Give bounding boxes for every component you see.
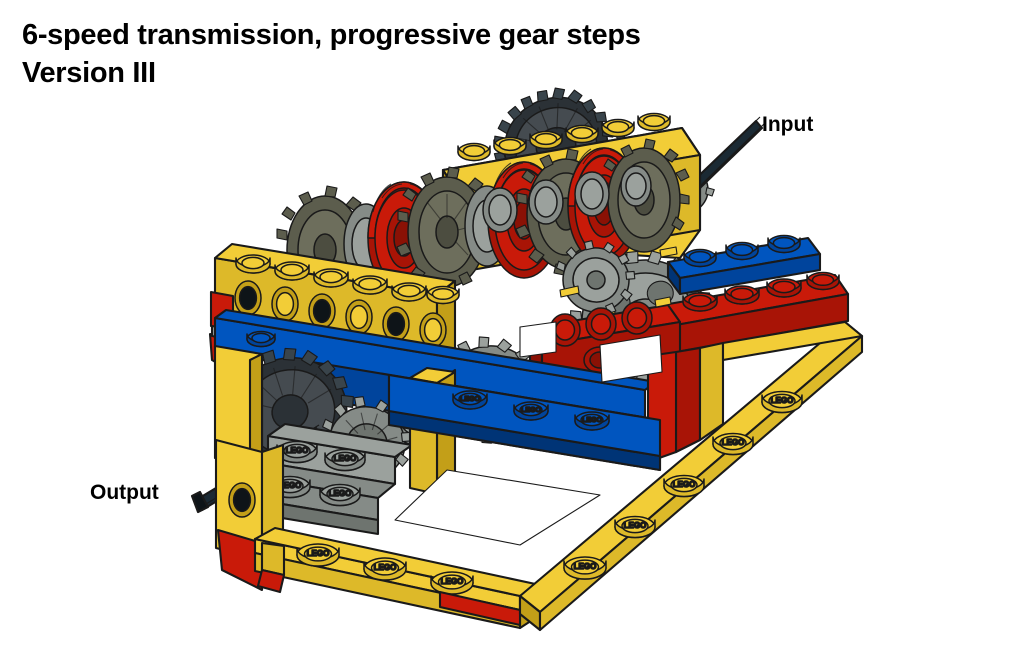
svg-text:LEGO: LEGO bbox=[722, 438, 745, 447]
svg-text:LEGO: LEGO bbox=[624, 521, 647, 530]
frame-openings bbox=[394, 321, 663, 546]
svg-text:LEGO: LEGO bbox=[329, 489, 352, 498]
svg-text:LEGO: LEGO bbox=[307, 549, 330, 558]
plate-red-long bbox=[661, 271, 850, 354]
svg-text:LEGO: LEGO bbox=[374, 563, 397, 572]
bushing-row bbox=[482, 165, 652, 233]
svg-text:LEGO: LEGO bbox=[460, 396, 480, 403]
plate-blue-short bbox=[666, 234, 822, 296]
output-label: Output bbox=[90, 481, 159, 504]
svg-text:LEGO: LEGO bbox=[334, 454, 357, 463]
plate-blue-lower-edge: LEGO LEGO LEGO bbox=[387, 373, 662, 472]
svg-text:LEGO: LEGO bbox=[771, 396, 794, 405]
svg-text:LEGO: LEGO bbox=[279, 481, 302, 490]
input-label: Input bbox=[762, 113, 814, 136]
frame-beam-base-front: LEGO LEGO LEGO bbox=[253, 526, 542, 630]
svg-text:LEGO: LEGO bbox=[582, 417, 602, 424]
svg-text:LEGO: LEGO bbox=[673, 480, 696, 489]
svg-text:LEGO: LEGO bbox=[441, 577, 464, 586]
frame-beam-base-right: LEGO LEGO LEGO LEGO LEGO bbox=[518, 320, 864, 632]
svg-text:LEGO: LEGO bbox=[286, 446, 309, 455]
svg-text:LEGO: LEGO bbox=[521, 407, 541, 414]
yellow-axle-pin-accents bbox=[559, 246, 678, 308]
page-title: 6-speed transmission, progressive gear s… bbox=[22, 19, 641, 89]
frame-corner-left bbox=[256, 541, 286, 594]
svg-text:LEGO: LEGO bbox=[574, 562, 597, 571]
frame-post-right-yellow bbox=[698, 320, 864, 442]
